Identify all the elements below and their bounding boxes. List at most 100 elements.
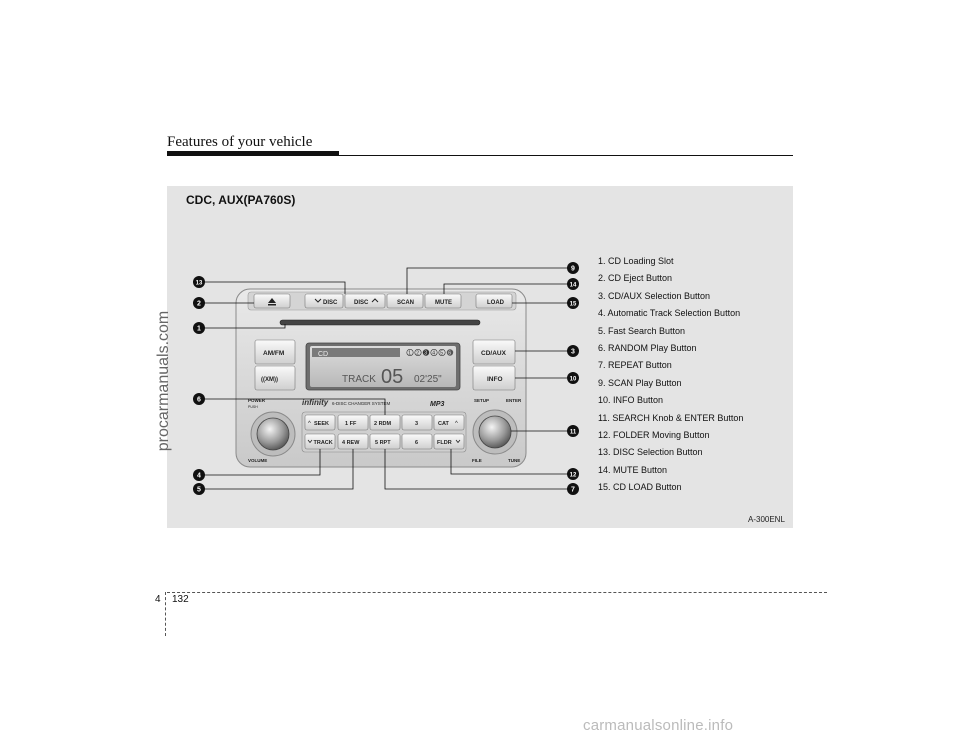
header-rule [167, 155, 793, 156]
chevron-up-icon [371, 298, 379, 303]
callout-3 [567, 345, 579, 357]
legend-item: 1. CD Loading Slot [598, 256, 674, 266]
elapsed-time: 02'25" [414, 374, 442, 385]
footer-dashed-rule [167, 592, 827, 593]
legend-item: 5. Fast Search Button [598, 325, 686, 336]
callout-10 [567, 372, 579, 384]
disc-number-6: 6 [448, 351, 451, 357]
callout-13 [193, 276, 205, 288]
preset-grid: ^ SEEK TRACK 1 FF 2 RDM 3 CAT ^ 4 REW [301, 411, 467, 453]
legend-item: 14. MUTE Button [598, 464, 668, 475]
mute-button: MUTE [424, 293, 462, 309]
power-label: POWER [248, 398, 266, 403]
side-watermark: procarmanuals.com [143, 300, 172, 470]
lcd-display: CD 1 2 3 4 5 6 TRACK 05 02'25" [305, 342, 461, 391]
callout-12-label: 12 [570, 473, 577, 479]
legend-item: 11. SEARCH Knob & ENTER Button [598, 412, 744, 423]
callout-14 [567, 278, 579, 290]
load-label: LOAD [487, 300, 505, 306]
leader-7 [384, 449, 567, 490]
preset-4-button: 4 REW [337, 433, 369, 450]
legend-item: 9. SCAN Play Button [598, 377, 682, 388]
leader-lines [205, 267, 567, 490]
setup-label: SETUP [474, 398, 489, 403]
preset-6-button: 6 [401, 433, 433, 450]
leader-5 [205, 449, 354, 490]
preset-1-label: 1 FF [345, 421, 357, 427]
legend-item: 7. REPEAT Button [598, 360, 672, 371]
legend-item: 6. RANDOM Play Button [598, 343, 697, 354]
fldr-label: FLDR [437, 440, 452, 446]
chevron-down-icon [307, 439, 313, 444]
preset-3-label: 3 [415, 421, 418, 427]
bottom-watermark: carmanualsonline.info [583, 717, 734, 734]
scan-button: SCAN [386, 293, 424, 309]
enter-label: ENTER [506, 398, 522, 403]
leader-4 [205, 449, 321, 476]
leader-9 [406, 267, 567, 294]
preset-4-label: 4 REW [342, 440, 360, 446]
callout-1 [193, 322, 205, 334]
disc-number-3: 3 [424, 351, 427, 357]
callout-11 [567, 425, 579, 437]
brand-logo: infinity [302, 398, 329, 407]
header-accent-bar [167, 151, 339, 156]
callout-9 [567, 262, 579, 274]
chevron-down-icon [314, 298, 322, 303]
footer-dashed-divider [165, 592, 166, 636]
eject-icon [268, 298, 276, 303]
legend-item: 4. Automatic Track Selection Button [598, 308, 741, 319]
chevron-down-icon [455, 439, 461, 444]
legend-item: 10. INFO Button [598, 395, 664, 406]
callout-7 [567, 483, 579, 495]
callout-1-label: 1 [197, 326, 201, 333]
am-fm-label: AM/FM [263, 350, 284, 357]
preset-2-button: 2 RDM [369, 414, 401, 431]
am-fm-button: AM/FM [254, 339, 296, 365]
file-label: FILE [472, 458, 482, 463]
info-label: INFO [487, 376, 503, 383]
disc-number-2: 2 [416, 351, 419, 357]
callout-6-label: 6 [197, 397, 201, 404]
legend-item: 3. CD/AUX Selection Button [598, 290, 711, 301]
callout-12 [567, 468, 579, 480]
callout-4-label: 4 [197, 473, 201, 480]
mp3-logo: MP3 [430, 401, 445, 408]
figure-code: A-300ENL [748, 515, 785, 524]
figure-title: CDC, AUX(PA760S) [186, 193, 296, 207]
track-label: TRACK [342, 374, 376, 385]
disc-number-1: 1 [408, 351, 411, 357]
xm-button: ((XM)) [254, 365, 296, 391]
cat-up-arrow: ^ [455, 421, 458, 427]
track-button: TRACK [304, 433, 336, 450]
side-watermark-text: procarmanuals.com [155, 310, 172, 452]
disc-down-button: DISC [304, 293, 344, 309]
cat-label: CAT [438, 421, 450, 427]
callout-5-label: 5 [197, 487, 201, 494]
page-header-title: Features of your vehicle [167, 134, 313, 150]
push-label: PUSH [248, 405, 258, 409]
info-button: INFO [472, 365, 516, 391]
leader-6 [205, 398, 386, 415]
component-legend: 1. CD Loading Slot 2. CD Eject Button 3.… [598, 253, 743, 497]
callout-7-label: 7 [571, 487, 575, 494]
track-number: 05 [381, 366, 403, 388]
callout-5 [193, 483, 205, 495]
cd-aux-label: CD/AUX [481, 350, 507, 357]
callout-2 [193, 297, 205, 309]
changer-label: 6-DISC CHANGER SYSTEM [332, 401, 391, 406]
callout-9-label: 9 [571, 266, 575, 273]
search-enter-knob [472, 409, 518, 455]
scan-label: SCAN [397, 300, 414, 306]
disc-indicators: 1 2 3 4 5 6 [406, 348, 454, 357]
legend-item: 15. CD LOAD Button [598, 482, 682, 493]
mute-label: MUTE [435, 300, 452, 306]
seek-up-arrow: ^ [308, 421, 311, 427]
preset-5-button: 5 RPT [369, 433, 401, 450]
callout-4 [193, 469, 205, 481]
preset-5-label: 5 RPT [375, 440, 391, 446]
disc-up-button: DISC [344, 293, 386, 309]
preset-2-label: 2 RDM [374, 421, 392, 427]
cat-button: CAT ^ [433, 414, 465, 431]
